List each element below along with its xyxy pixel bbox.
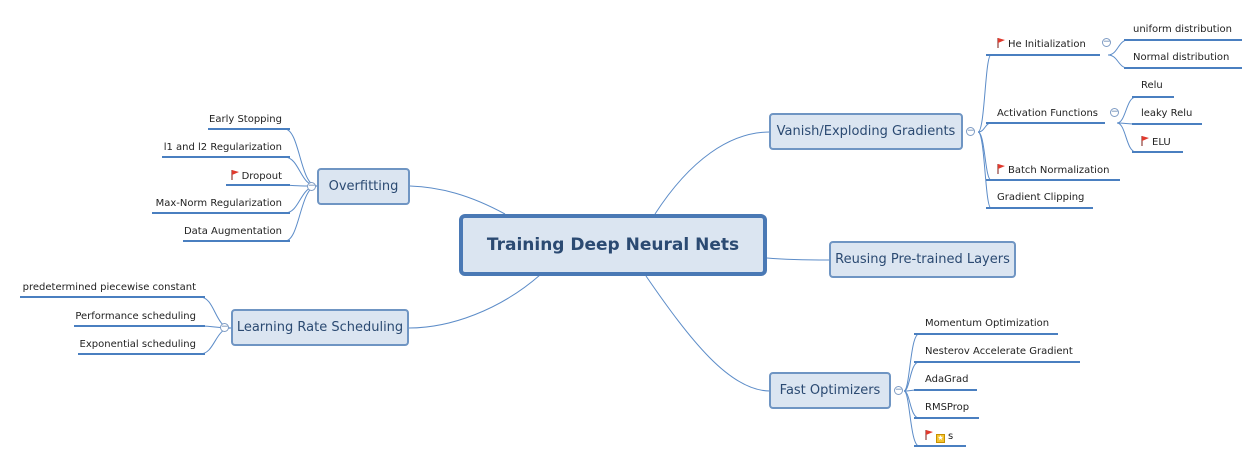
topic-fast-label: Fast Optimizers — [779, 383, 881, 398]
subtopic-label: leaky Relu — [1141, 108, 1193, 119]
central-topic-label: Training Deep Neural Nets — [486, 235, 740, 255]
subtopic-label: ELU — [1152, 137, 1171, 148]
topic-overfitting-label: Overfitting — [328, 179, 399, 194]
subtopic-label: He Initialization — [1008, 39, 1086, 50]
subtopic-label: Normal distribution — [1133, 52, 1230, 63]
subtopic-s[interactable]: ★s — [925, 430, 953, 443]
subtopic-label: Dropout — [241, 171, 282, 182]
topic-vanish-label: Vanish/Exploding Gradients — [776, 124, 956, 139]
subtopic-momentum-optimization[interactable]: Momentum Optimization — [925, 318, 1049, 330]
topic-reuse-label: Reusing Pre-trained Layers — [835, 252, 1010, 267]
subtopic-batch-normalization[interactable]: Batch Normalization — [997, 164, 1109, 177]
topic-reusing-pretrained-layers[interactable]: Reusing Pre-trained Layers — [829, 241, 1016, 278]
subtopic-activation-functions[interactable]: Activation Functions — [997, 108, 1098, 120]
subtopic-max-norm-regularization[interactable]: Max-Norm Regularization — [156, 198, 282, 210]
subtopic-early-stopping[interactable]: Early Stopping — [209, 114, 282, 126]
subtopic-label: Batch Normalization — [1008, 165, 1110, 176]
red-flag-icon — [997, 164, 1005, 174]
red-flag-icon — [925, 430, 933, 440]
subtopic-normal-distribution[interactable]: Normal distribution — [1133, 52, 1229, 64]
subtopic-label: Early Stopping — [209, 114, 282, 125]
subtopic-label: uniform distribution — [1133, 24, 1232, 35]
topic-learning-rate-scheduling[interactable]: Learning Rate Scheduling — [231, 309, 409, 346]
central-topic[interactable]: Training Deep Neural Nets — [459, 214, 767, 276]
subtopic-label: l1 and l2 Regularization — [163, 142, 282, 153]
subtopic-performance-scheduling[interactable]: Performance scheduling — [75, 311, 196, 323]
collapse-icon[interactable]: − — [1102, 37, 1111, 47]
subtopic-he-initialization[interactable]: He Initialization — [997, 38, 1086, 51]
topic-fast-optimizers[interactable]: Fast Optimizers — [769, 372, 891, 409]
subtopic-l1-l2-regularization[interactable]: l1 and l2 Regularization — [164, 142, 282, 154]
subtopic-label: Max-Norm Regularization — [155, 198, 282, 209]
collapse-icon[interactable]: − — [220, 322, 229, 332]
collapse-icon[interactable]: − — [966, 126, 975, 136]
subtopic-gradient-clipping[interactable]: Gradient Clipping — [997, 192, 1084, 204]
subtopic-label: AdaGrad — [925, 374, 969, 385]
subtopic-label: Momentum Optimization — [925, 318, 1050, 329]
subtopic-dropout[interactable]: Dropout — [231, 170, 282, 183]
subtopic-label: Nesterov Accelerate Gradient — [925, 346, 1073, 357]
subtopic-piecewise-constant[interactable]: predetermined piecewise constant — [23, 282, 196, 294]
subtopic-nesterov[interactable]: Nesterov Accelerate Gradient — [925, 346, 1073, 358]
subtopic-label: Exponential scheduling — [79, 339, 196, 350]
star-icon: ★ — [936, 434, 945, 443]
topic-overfitting[interactable]: Overfitting — [317, 168, 410, 205]
subtopic-label: RMSProp — [925, 402, 970, 413]
subtopic-label: predetermined piecewise constant — [22, 282, 196, 293]
subtopic-exponential-scheduling[interactable]: Exponential scheduling — [80, 339, 196, 351]
subtopic-label: Relu — [1141, 80, 1163, 91]
subtopic-adagrad[interactable]: AdaGrad — [925, 374, 968, 386]
subtopic-label: Gradient Clipping — [997, 192, 1085, 203]
subtopic-uniform-distribution[interactable]: uniform distribution — [1133, 24, 1232, 36]
subtopic-label: Data Augmentation — [183, 226, 282, 237]
subtopic-leaky-relu[interactable]: leaky Relu — [1141, 108, 1192, 120]
subtopic-label: Activation Functions — [997, 108, 1098, 119]
subtopic-elu[interactable]: ELU — [1141, 136, 1171, 149]
red-flag-icon — [231, 170, 239, 180]
red-flag-icon — [997, 38, 1005, 48]
subtopic-label: Performance scheduling — [75, 311, 196, 322]
red-flag-icon — [1141, 136, 1149, 146]
topic-learning-rate-label: Learning Rate Scheduling — [236, 320, 404, 335]
collapse-icon[interactable]: − — [894, 385, 903, 395]
topic-vanish-exploding-gradients[interactable]: Vanish/Exploding Gradients — [769, 113, 963, 150]
collapse-icon[interactable]: − — [1110, 107, 1119, 117]
subtopic-label: s — [948, 431, 954, 442]
subtopic-data-augmentation[interactable]: Data Augmentation — [184, 226, 282, 238]
collapse-icon[interactable]: − — [307, 181, 316, 191]
subtopic-rmsprop[interactable]: RMSProp — [925, 402, 969, 414]
subtopic-relu[interactable]: Relu — [1141, 80, 1163, 92]
